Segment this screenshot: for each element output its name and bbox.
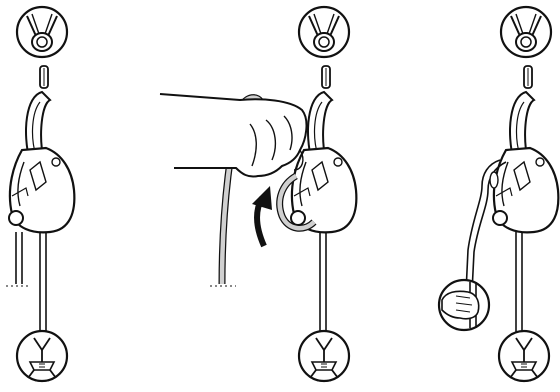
carabiner-icon (524, 66, 532, 88)
rope-strands (6, 232, 46, 336)
upward-arrow-icon (252, 186, 272, 246)
panel-step-1 (6, 7, 74, 381)
panel-step-2 (160, 7, 356, 381)
anchor-ring-icon (299, 7, 349, 57)
carabiner-icon (40, 66, 48, 88)
carabiner-icon (322, 66, 330, 88)
rope-descender-device-icon (9, 92, 74, 232)
hand-icon (160, 94, 306, 177)
harness-icon (299, 331, 349, 381)
hand-grip-detail-icon (439, 280, 489, 330)
harness-icon (499, 331, 549, 381)
anchor-ring-icon (17, 7, 67, 57)
harness-icon (17, 331, 67, 381)
rope-descender-device-icon (493, 92, 558, 232)
panel-step-3 (439, 7, 558, 381)
anchor-ring-icon (501, 7, 551, 57)
